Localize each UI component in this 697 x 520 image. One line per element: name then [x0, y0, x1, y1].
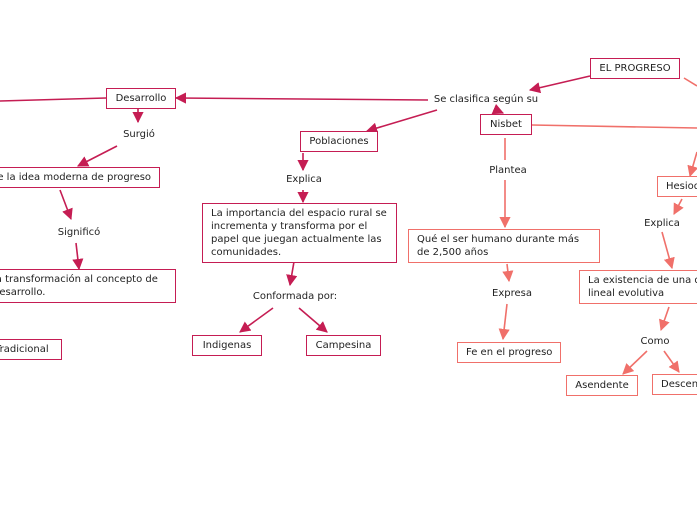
link-significo-transformacion: [72, 242, 84, 271]
link-progreso-offscreen: [683, 77, 697, 87]
label-expresa[interactable]: Expresa: [492, 288, 532, 299]
node-campesina[interactable]: Campesina: [306, 335, 381, 356]
node-descendente[interactable]: Descendente: [652, 374, 697, 395]
node-indigenas[interactable]: Indigenas: [192, 335, 262, 356]
node-desarrollo[interactable]: Desarrollo: [106, 88, 176, 109]
link-quehumano-expresa: [502, 263, 514, 283]
label-surgio[interactable]: Surgió: [123, 129, 155, 140]
label-explica-2[interactable]: Explica: [644, 218, 680, 229]
node-nisbet[interactable]: Nisbet: [480, 114, 532, 135]
node-idea-moderna[interactable]: de la idea moderna de progreso: [0, 167, 160, 188]
link-como-descendente: [663, 350, 680, 373]
link-clasifica-poblaciones: [365, 109, 438, 134]
link-clasifica-nisbet: [491, 103, 505, 115]
node-importancia[interactable]: La importancia del espacio rural se incr…: [202, 203, 397, 263]
node-existencia[interactable]: La existencia de una dirección lineal ev…: [579, 270, 697, 304]
link-idea-significo: [59, 189, 73, 221]
label-plantea[interactable]: Plantea: [489, 165, 527, 176]
link-clasifica-desarrollo: [174, 92, 429, 104]
link-conformada-campesina: [298, 307, 328, 333]
node-tradicional[interactable]: Tradicional: [0, 339, 62, 360]
link-existencia-como: [659, 306, 670, 332]
node-poblaciones[interactable]: Poblaciones: [300, 131, 378, 152]
node-que-ser-humano[interactable]: Qué el ser humano durante más de 2,500 a…: [408, 229, 600, 263]
link-hesiodo-explica: [673, 198, 684, 215]
node-asendente[interactable]: Asendente: [566, 375, 638, 396]
link-conformada-indigenas: [239, 307, 274, 333]
link-nisbet-offscreen: [531, 124, 697, 129]
link-offscreen-hesiodo: [687, 151, 697, 178]
link-surgio-idea: [77, 145, 118, 167]
node-transformacion[interactable]: la transformación al concepto de desarro…: [0, 269, 176, 303]
label-conformada[interactable]: Conformada por:: [252, 291, 338, 302]
link-como-asendente: [622, 350, 648, 375]
link-expresa-fe: [498, 303, 510, 341]
label-significo[interactable]: Significó: [57, 227, 101, 238]
label-como[interactable]: Como: [640, 336, 670, 347]
node-hesiodo[interactable]: Hesiodo: [657, 176, 697, 197]
node-fe-progreso[interactable]: Fe en el progreso: [457, 342, 561, 363]
link-progreso-clasifica: [528, 75, 591, 94]
label-se-clasifica[interactable]: Se clasifica según su: [433, 94, 539, 105]
node-el-progreso[interactable]: EL PROGRESO: [590, 58, 680, 79]
link-desarrollo-offscreen: [0, 97, 107, 102]
link-explica-existencia: [661, 231, 675, 270]
label-explica-1[interactable]: Explica: [286, 174, 322, 185]
